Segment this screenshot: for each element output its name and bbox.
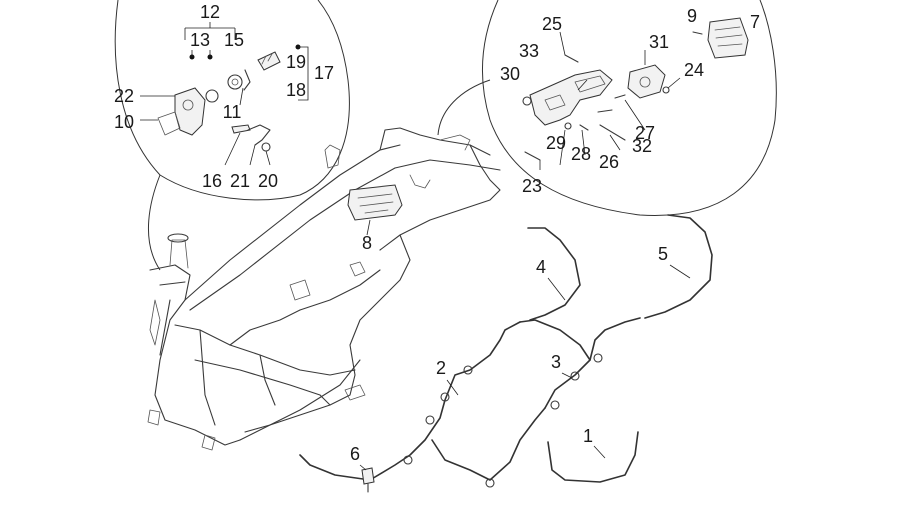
part-label-28: 28	[571, 144, 591, 164]
part-6-fitting	[361, 467, 375, 493]
cable-leaders	[359, 264, 691, 471]
cable-1	[547, 431, 639, 483]
part-label-26: 26	[599, 152, 619, 172]
part-label-31: 31	[649, 32, 669, 52]
cable-4	[527, 227, 581, 321]
part-label-5: 5	[658, 244, 668, 264]
right-detail-bubble	[437, 0, 777, 216]
part-label-27: 27	[635, 123, 655, 143]
part-label-2: 2	[436, 358, 446, 378]
part-label-12: 12	[200, 2, 220, 22]
part-label-29: 29	[546, 133, 566, 153]
part-label-19: 19	[286, 52, 306, 72]
part-label-9: 9	[687, 6, 697, 26]
part-label-20: 20	[258, 171, 278, 191]
part-labels: 12 13 15 19 17 18 22 10 11 16 21 20 8 25…	[114, 2, 760, 464]
part-label-4: 4	[536, 257, 546, 277]
right-detail-parts	[522, 17, 749, 161]
part-label-24: 24	[684, 60, 704, 80]
scooter-frame	[147, 127, 501, 451]
part-label-8: 8	[362, 233, 372, 253]
part-label-21: 21	[230, 171, 250, 191]
cable-2	[299, 321, 546, 488]
cable-5	[644, 214, 713, 319]
part-label-17: 17	[314, 63, 334, 83]
left-detail-parts	[157, 44, 301, 152]
part-label-3: 3	[551, 352, 561, 372]
part-label-16: 16	[202, 171, 222, 191]
part-label-11: 11	[223, 102, 242, 122]
part-label-18: 18	[286, 80, 306, 100]
part-label-22: 22	[114, 86, 134, 106]
part-label-25: 25	[542, 14, 562, 34]
part-label-15: 15	[224, 30, 244, 50]
part-label-6: 6	[350, 444, 360, 464]
part-label-23: 23	[522, 176, 542, 196]
part-label-13: 13	[190, 30, 210, 50]
part-label-33: 33	[519, 41, 539, 61]
part-label-30: 30	[500, 64, 520, 84]
left-detail-bubble	[114, 0, 350, 271]
part-label-1: 1	[583, 426, 593, 446]
leader-lines	[140, 22, 681, 236]
part-8-bracket	[347, 184, 403, 221]
part-label-10: 10	[114, 112, 134, 132]
part-label-7: 7	[750, 12, 760, 32]
part-label-32: 32	[632, 136, 652, 156]
cable-3	[519, 317, 641, 410]
